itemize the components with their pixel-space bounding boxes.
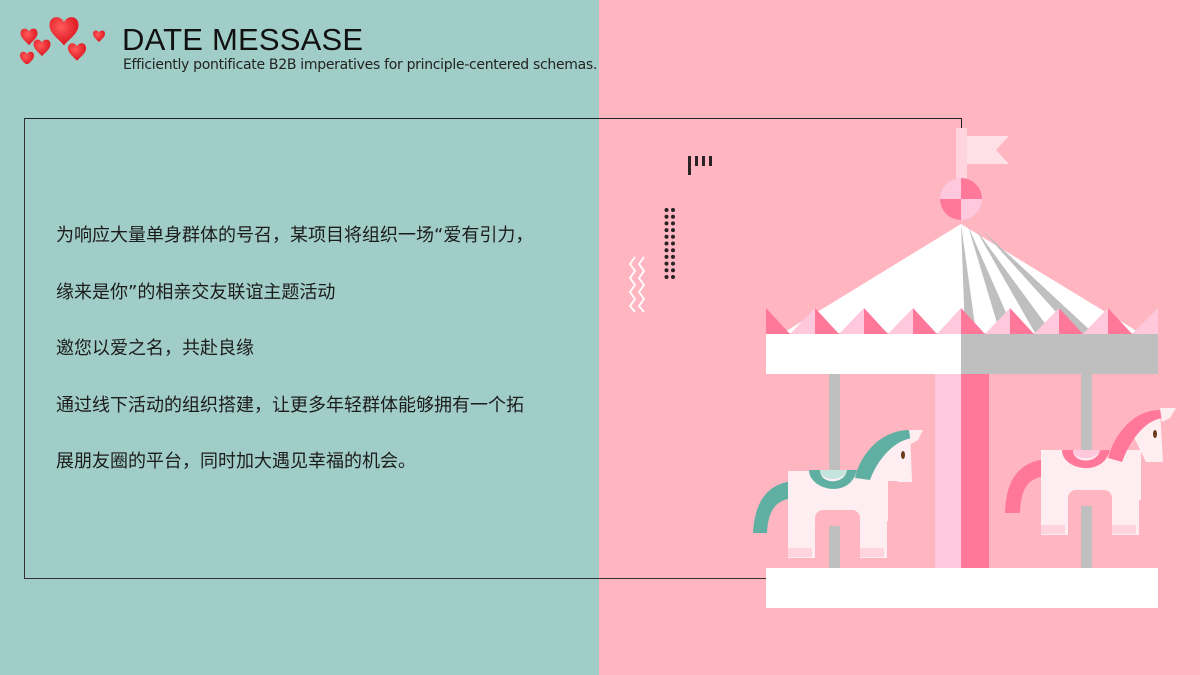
zigzag-icon xyxy=(629,256,646,312)
invitation-text-block: 为响应大量单身群体的号召，某项目将组织一场“爱有引力， 缘来是你”的相亲交友联谊… xyxy=(56,222,596,505)
frame-border-bottom xyxy=(24,578,766,579)
frame-border-left xyxy=(24,118,25,579)
pink-horse xyxy=(1005,408,1176,535)
paragraph-line: 展朋友圈的平台，同时加大遇见幸福的机会。 xyxy=(56,451,416,472)
canopy-trim xyxy=(766,308,1158,334)
frame-border-right xyxy=(961,118,962,128)
page-title: DATE MESSASE xyxy=(122,22,364,57)
dot-grid-icon xyxy=(664,208,675,279)
paragraph-line: 缘来是你”的相亲交友联谊主题活动 xyxy=(56,281,336,303)
paragraph-line: 为响应大量单身群体的号召，某项目将组织一场“爱有引力， xyxy=(56,225,534,246)
paragraph-line: 通过线下活动的组织搭建，让更多年轻群体能够拥有一个拓 xyxy=(56,394,524,416)
left-background-panel xyxy=(0,0,599,675)
paragraph-line: 邀您以爱之名，共赴良缘 xyxy=(56,338,254,359)
page-subtitle: Efficiently pontificate B2B imperatives … xyxy=(123,57,598,73)
teal-horse xyxy=(753,430,923,558)
carousel-illustration xyxy=(753,128,1176,608)
hearts-cluster-icon xyxy=(20,17,105,64)
flag-icon xyxy=(956,128,1009,180)
frame-border-top xyxy=(24,118,962,119)
bar-marks-icon xyxy=(688,156,712,175)
finial-ball xyxy=(940,178,982,220)
